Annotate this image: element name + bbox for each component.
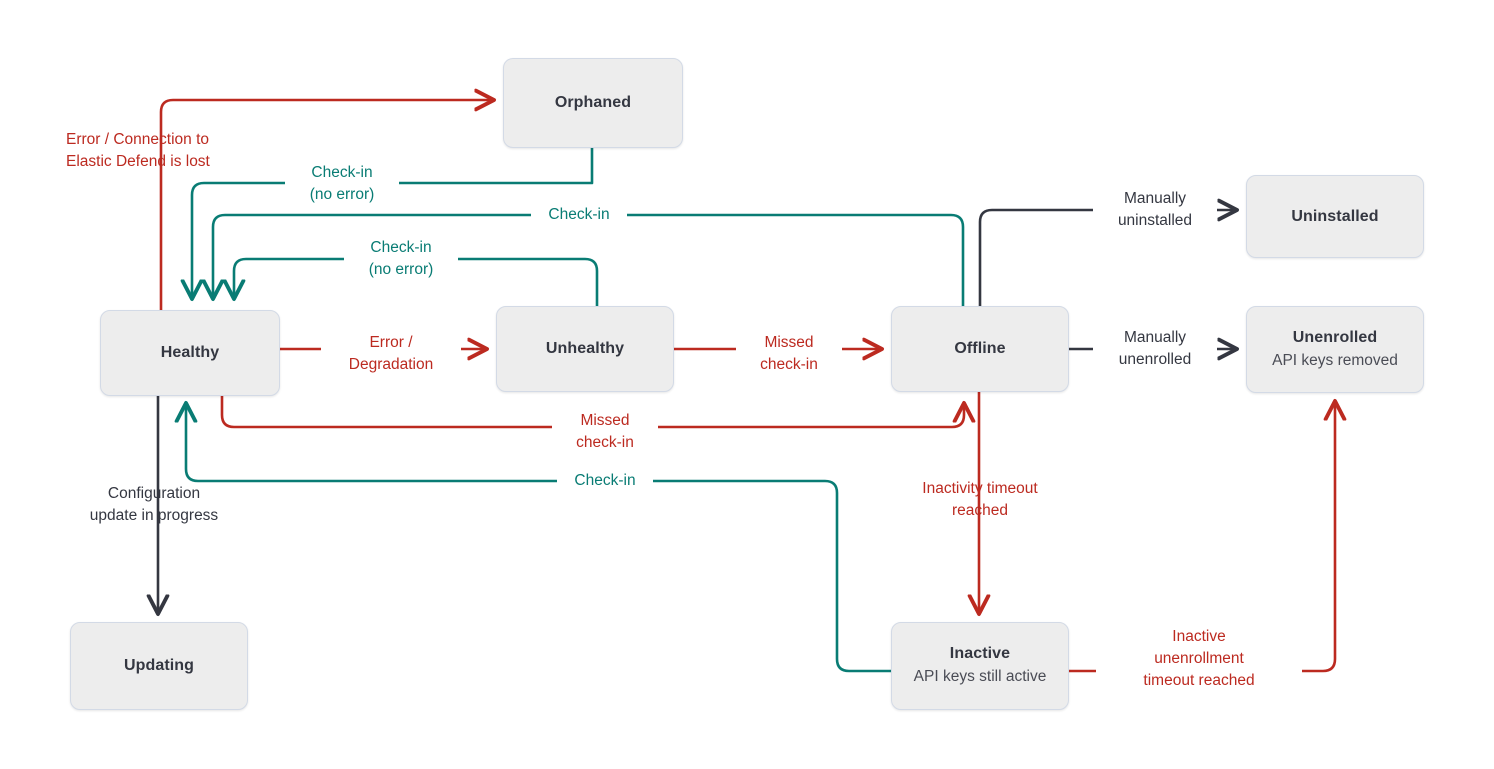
node-orphaned[interactable]: Orphaned — [503, 58, 683, 148]
node-offline-title: Offline — [954, 340, 1006, 357]
node-inactive[interactable]: Inactive API keys still active — [891, 622, 1069, 710]
node-unenrolled-title: Unenrolled — [1292, 328, 1378, 346]
node-inactive-title: Inactive — [949, 645, 1011, 662]
node-healthy-title: Healthy — [160, 344, 220, 361]
edge-label-unhealthy-to-offline: Missed check-in — [736, 332, 842, 376]
edge-label-offline-to-uninstalled: Manually uninstalled — [1093, 188, 1217, 232]
node-orphaned-title: Orphaned — [554, 94, 632, 111]
edge-offline-to-uninstalled — [978, 210, 1236, 306]
edge-inactive-to-unenrolled — [1068, 402, 1335, 673]
node-inactive-subtitle: API keys still active — [913, 668, 1047, 685]
edge-label-healthy-to-unhealthy: Error / Degradation — [321, 332, 461, 376]
node-unhealthy-title: Unhealthy — [545, 340, 625, 357]
node-unenrolled[interactable]: Unenrolled API keys removed — [1246, 306, 1424, 393]
edge-label-offline-to-inactive: Inactivity timeout reached — [922, 480, 1038, 519]
edge-label-inactive-to-unenrolled: Inactive unenrollment timeout reached — [1096, 626, 1302, 692]
edge-healthy-to-orphaned — [159, 100, 493, 310]
node-unenrolled-subtitle: API keys removed — [1272, 351, 1398, 369]
edge-label-healthy-to-offline: Missed check-in — [552, 410, 658, 454]
edge-label-healthy-to-updating: Configuration update in progress — [89, 485, 219, 524]
node-healthy[interactable]: Healthy — [100, 310, 280, 396]
node-updating-title: Updating — [123, 657, 195, 674]
edge-inactive-to-healthy — [186, 404, 891, 673]
edge-label-healthy-to-orphaned: Error / Connection to Elastic Defend is … — [66, 131, 210, 170]
node-uninstalled[interactable]: Uninstalled — [1246, 175, 1424, 258]
edge-label-offline-to-unenrolled: Manually unenrolled — [1093, 327, 1217, 371]
edge-label-unhealthy-to-healthy: Check-in (no error) — [344, 237, 458, 281]
node-offline[interactable]: Offline — [891, 306, 1069, 392]
edge-orphaned-to-healthy — [192, 147, 594, 298]
node-uninstalled-title: Uninstalled — [1291, 207, 1379, 225]
edge-label-offline-to-healthy: Check-in — [531, 204, 627, 226]
node-updating[interactable]: Updating — [70, 622, 248, 710]
node-unhealthy[interactable]: Unhealthy — [496, 306, 674, 392]
edge-label-orphaned-to-healthy: Check-in (no error) — [285, 162, 399, 206]
edge-label-inactive-to-healthy: Check-in — [557, 470, 653, 492]
